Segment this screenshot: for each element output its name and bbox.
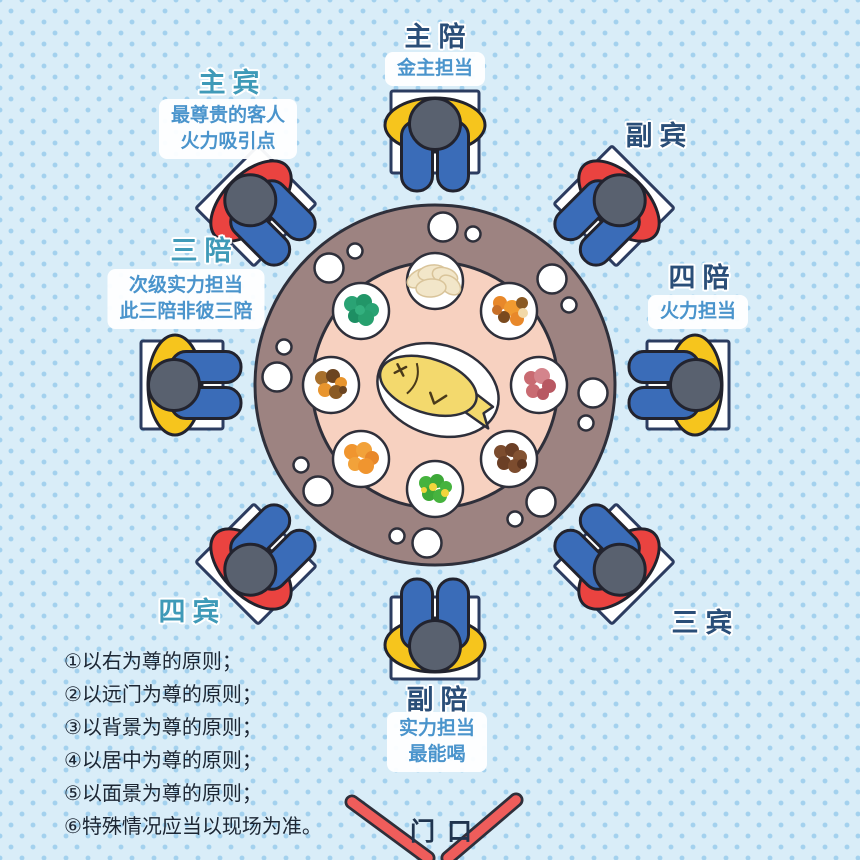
person-fupei [383,577,487,681]
dish-green-vegetable-with-egg [405,459,465,519]
principle-item: ③以背景为尊的原则； [64,717,262,739]
principle-item: ⑤以面景为尊的原则； [64,783,262,805]
seat-subtitle-fupei: 实力担当 最能喝 [386,712,488,773]
seat-title-zhupei: 主陪 [404,22,473,52]
place-settings [261,211,609,559]
subtitle-line: 金主担当 [396,58,474,79]
dish-steamed-dumplings [405,251,465,311]
seat-title-fupei: 副陪 [406,685,475,715]
dish-leafy-greens [331,281,391,341]
principles-list: ①以右为尊的原则； ②以远门为尊的原则； ③以背景为尊的原则； ④以居中为尊的原… [64,646,322,844]
seat-title-sibin: 四宾 [158,597,227,627]
seat-title-sanbin: 三宾 [671,608,740,638]
dish-mushroom-stir-fry [479,281,539,341]
seat-title-fubin: 副宾 [625,121,694,151]
principle-item: ⑥特殊情况应当以现场为准。 [64,816,322,838]
subtitle-line: 火力担当 [659,301,737,322]
dish-mixed-stir-fry [301,355,361,415]
person-sipei [627,333,731,437]
doorway-lines [344,792,524,860]
door-label: 门口 [409,818,485,846]
principle-item: ④以居中为尊的原则； [64,750,262,772]
subtitle-line: 实力担当 [398,718,476,739]
seat-title-zhubin: 主宾 [198,68,267,98]
subtitle-line: 最能喝 [408,744,466,766]
seat-title-sipei: 四陪 [668,263,737,293]
subtitle-line: 最尊贵的客人 [170,105,286,126]
dish-orange-chunks [331,429,391,489]
person-sanpei [139,333,243,437]
principle-item: ②以远门为尊的原则； [64,684,262,706]
fish-fin-icon [429,391,448,405]
dish-sliced-red-meat [509,355,569,415]
seat-subtitle-zhubin: 最尊贵的客人 火力吸引点 [158,99,298,160]
round-table [253,203,617,567]
fish-eye-icon [393,363,408,377]
subtitle-line: 火力吸引点 [180,131,276,153]
seat-subtitle-zhupei: 金主担当 [384,52,486,87]
subtitle-line: 次级实力担当 [128,275,244,296]
seat-title-sanpei: 三陪 [170,236,239,266]
seat-subtitle-sanpei: 次级实力担当 此三陪非彼三陪 [107,269,265,330]
seat-subtitle-sipei: 火力担当 [647,295,749,330]
subtitle-line: 此三陪非彼三陪 [119,301,253,323]
dish-braised-meat [479,429,539,489]
person-zhupei [383,89,487,193]
fish-dish [376,341,500,439]
principle-item: ①以右为尊的原则； [64,651,242,673]
